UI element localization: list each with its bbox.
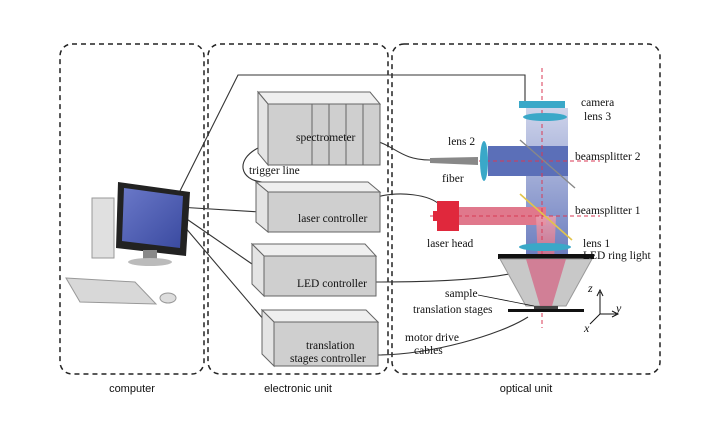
monitor-screen: [122, 188, 183, 248]
keyboard: [65, 277, 158, 305]
computer-illustration: [65, 182, 190, 305]
spectrometer-label: spectrometer: [296, 132, 356, 144]
fiber-tip: [430, 157, 478, 165]
cables-label: cables: [414, 345, 443, 357]
optical-components: [430, 68, 600, 328]
lens-3: [523, 113, 567, 121]
led-ring-light: [498, 254, 594, 259]
monitor-stand: [143, 250, 157, 260]
camera: [519, 101, 565, 108]
translation-controller-box: [260, 308, 380, 368]
camera-label: camera: [581, 97, 614, 109]
monitor-base: [128, 258, 172, 266]
optical-section-frame: [391, 43, 661, 375]
axis-y-label: y: [615, 301, 622, 315]
laser-controller-label: laser controller: [298, 213, 367, 225]
computer-section-label: computer: [109, 383, 155, 395]
translation-label-1: translation: [306, 340, 355, 352]
laser-controller-box: [254, 180, 382, 234]
laser-head-label: laser head: [427, 238, 474, 250]
laser-head: [437, 201, 459, 231]
beamsplitter-1: [519, 193, 573, 241]
optical-section-label: optical unit: [500, 383, 553, 395]
lens3-label: lens 3: [584, 111, 611, 123]
trigger-line-label: trigger line: [249, 165, 300, 177]
led-ring-light-label: LED ring light: [583, 250, 652, 262]
electronic-section-label: electronic unit: [264, 383, 332, 395]
led-controller-label: LED controller: [297, 278, 367, 290]
pc-tower: [91, 197, 115, 259]
translation-stage: [508, 309, 584, 312]
axis-x-label: x: [583, 321, 590, 335]
mouse: [159, 292, 177, 304]
lens-2: [480, 141, 488, 181]
electronic-section-frame: [207, 43, 389, 375]
beamsplitter2-label: beamsplitter 2: [575, 151, 641, 163]
spectrometer-box: [256, 90, 382, 167]
beamsplitter-2: [519, 139, 576, 189]
beamsplitter1-label: beamsplitter 1: [575, 205, 641, 217]
lens2-label: lens 2: [448, 136, 475, 148]
lens-1: [519, 243, 571, 251]
led-controller-box: [250, 242, 378, 298]
translation-label-2: stages controller: [290, 353, 366, 365]
sample-label: sample: [445, 288, 478, 300]
axis-z-label: z: [587, 281, 593, 295]
motor-drive-label: motor drive: [405, 332, 459, 344]
axes-indicator: [589, 288, 620, 325]
lens1-label: lens 1: [583, 238, 610, 250]
sample: [534, 306, 558, 309]
translation-stages-label: translation stages: [413, 304, 493, 316]
fiber-label: fiber: [442, 173, 464, 185]
